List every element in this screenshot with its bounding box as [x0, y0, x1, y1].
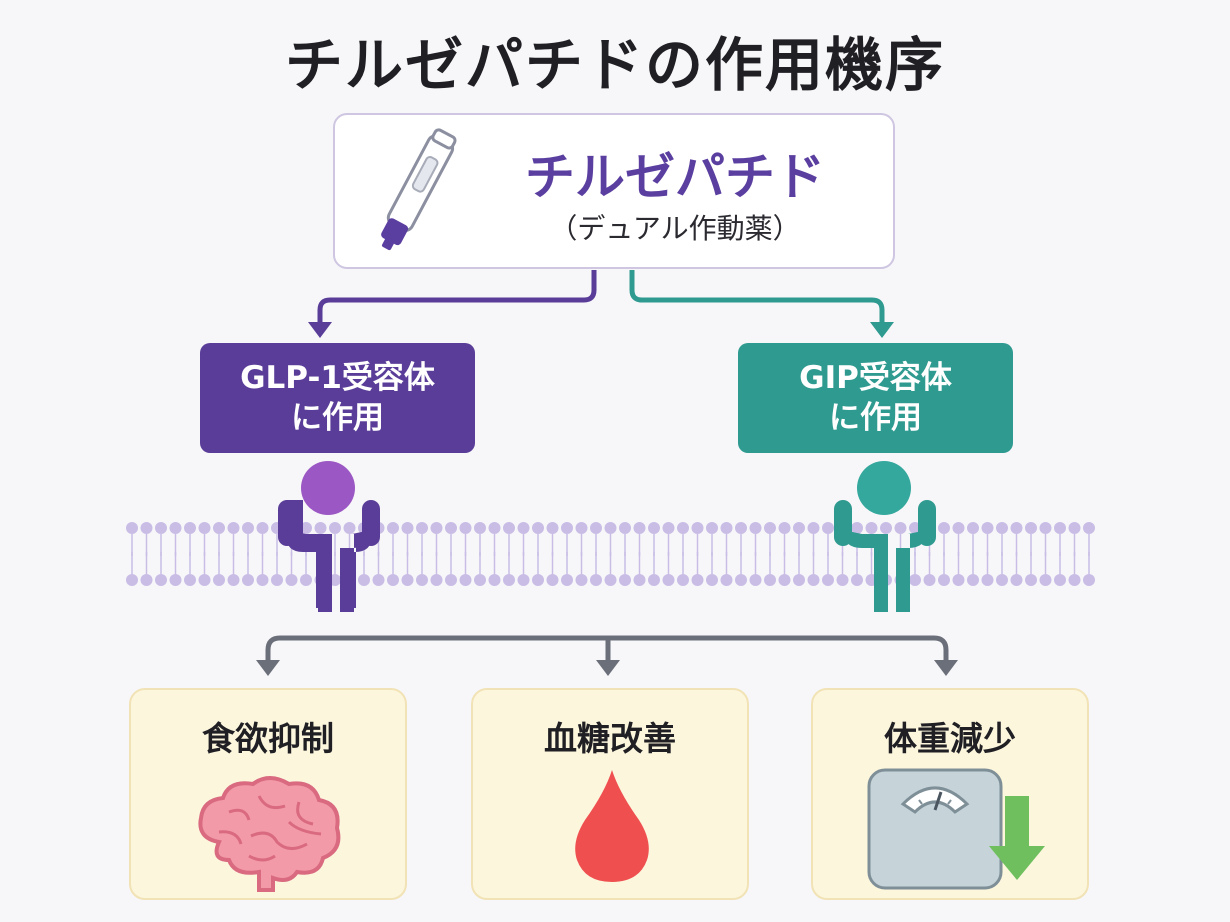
arrow-head-effect-2 [596, 660, 620, 676]
drug-box: チルゼパチド （デュアル作動薬） [333, 113, 895, 269]
gip-receptor-action: に作用 [829, 400, 922, 436]
drug-name: チルゼパチド [525, 148, 825, 206]
effect-appetite-label: 食欲抑制 [202, 719, 334, 758]
arrow-head-glp1 [308, 322, 332, 338]
blood-drop-icon [575, 770, 649, 882]
effect-weight-label: 体重減少 [884, 719, 1016, 758]
drug-subtitle: （デュアル作動薬） [549, 212, 801, 245]
brain-icon [198, 776, 341, 892]
effect-appetite-box: 食欲抑制 [129, 688, 407, 900]
weight-scale-down-icon [867, 768, 1045, 890]
glp1-receptor-label: GLP-1受容体 [240, 359, 435, 396]
effect-glucose-label: 血糖改善 [544, 719, 676, 758]
gip-receptor-box: GIP受容体 に作用 [738, 343, 1013, 453]
arrow-head-effect-1 [256, 660, 280, 676]
page-title: チルゼパチドの作用機序 [284, 31, 945, 99]
injection-pen-icon [381, 128, 457, 251]
arrow-head-effect-3 [934, 660, 958, 676]
gip-receptor-icon [834, 461, 936, 612]
effect-glucose-box: 血糖改善 [471, 688, 749, 900]
effect-weight-box: 体重減少 [811, 688, 1089, 900]
glp1-receptor-action: に作用 [291, 400, 384, 436]
glp1-receptor-box: GLP-1受容体 に作用 [200, 343, 475, 453]
glp1-receptor-icon [278, 461, 380, 612]
arrow-to-glp1 [317, 270, 597, 324]
cell-membrane [126, 522, 1095, 586]
arrow-to-gip [629, 270, 885, 324]
arrow-head-gip [870, 322, 894, 338]
gip-receptor-label: GIP受容体 [799, 359, 952, 396]
